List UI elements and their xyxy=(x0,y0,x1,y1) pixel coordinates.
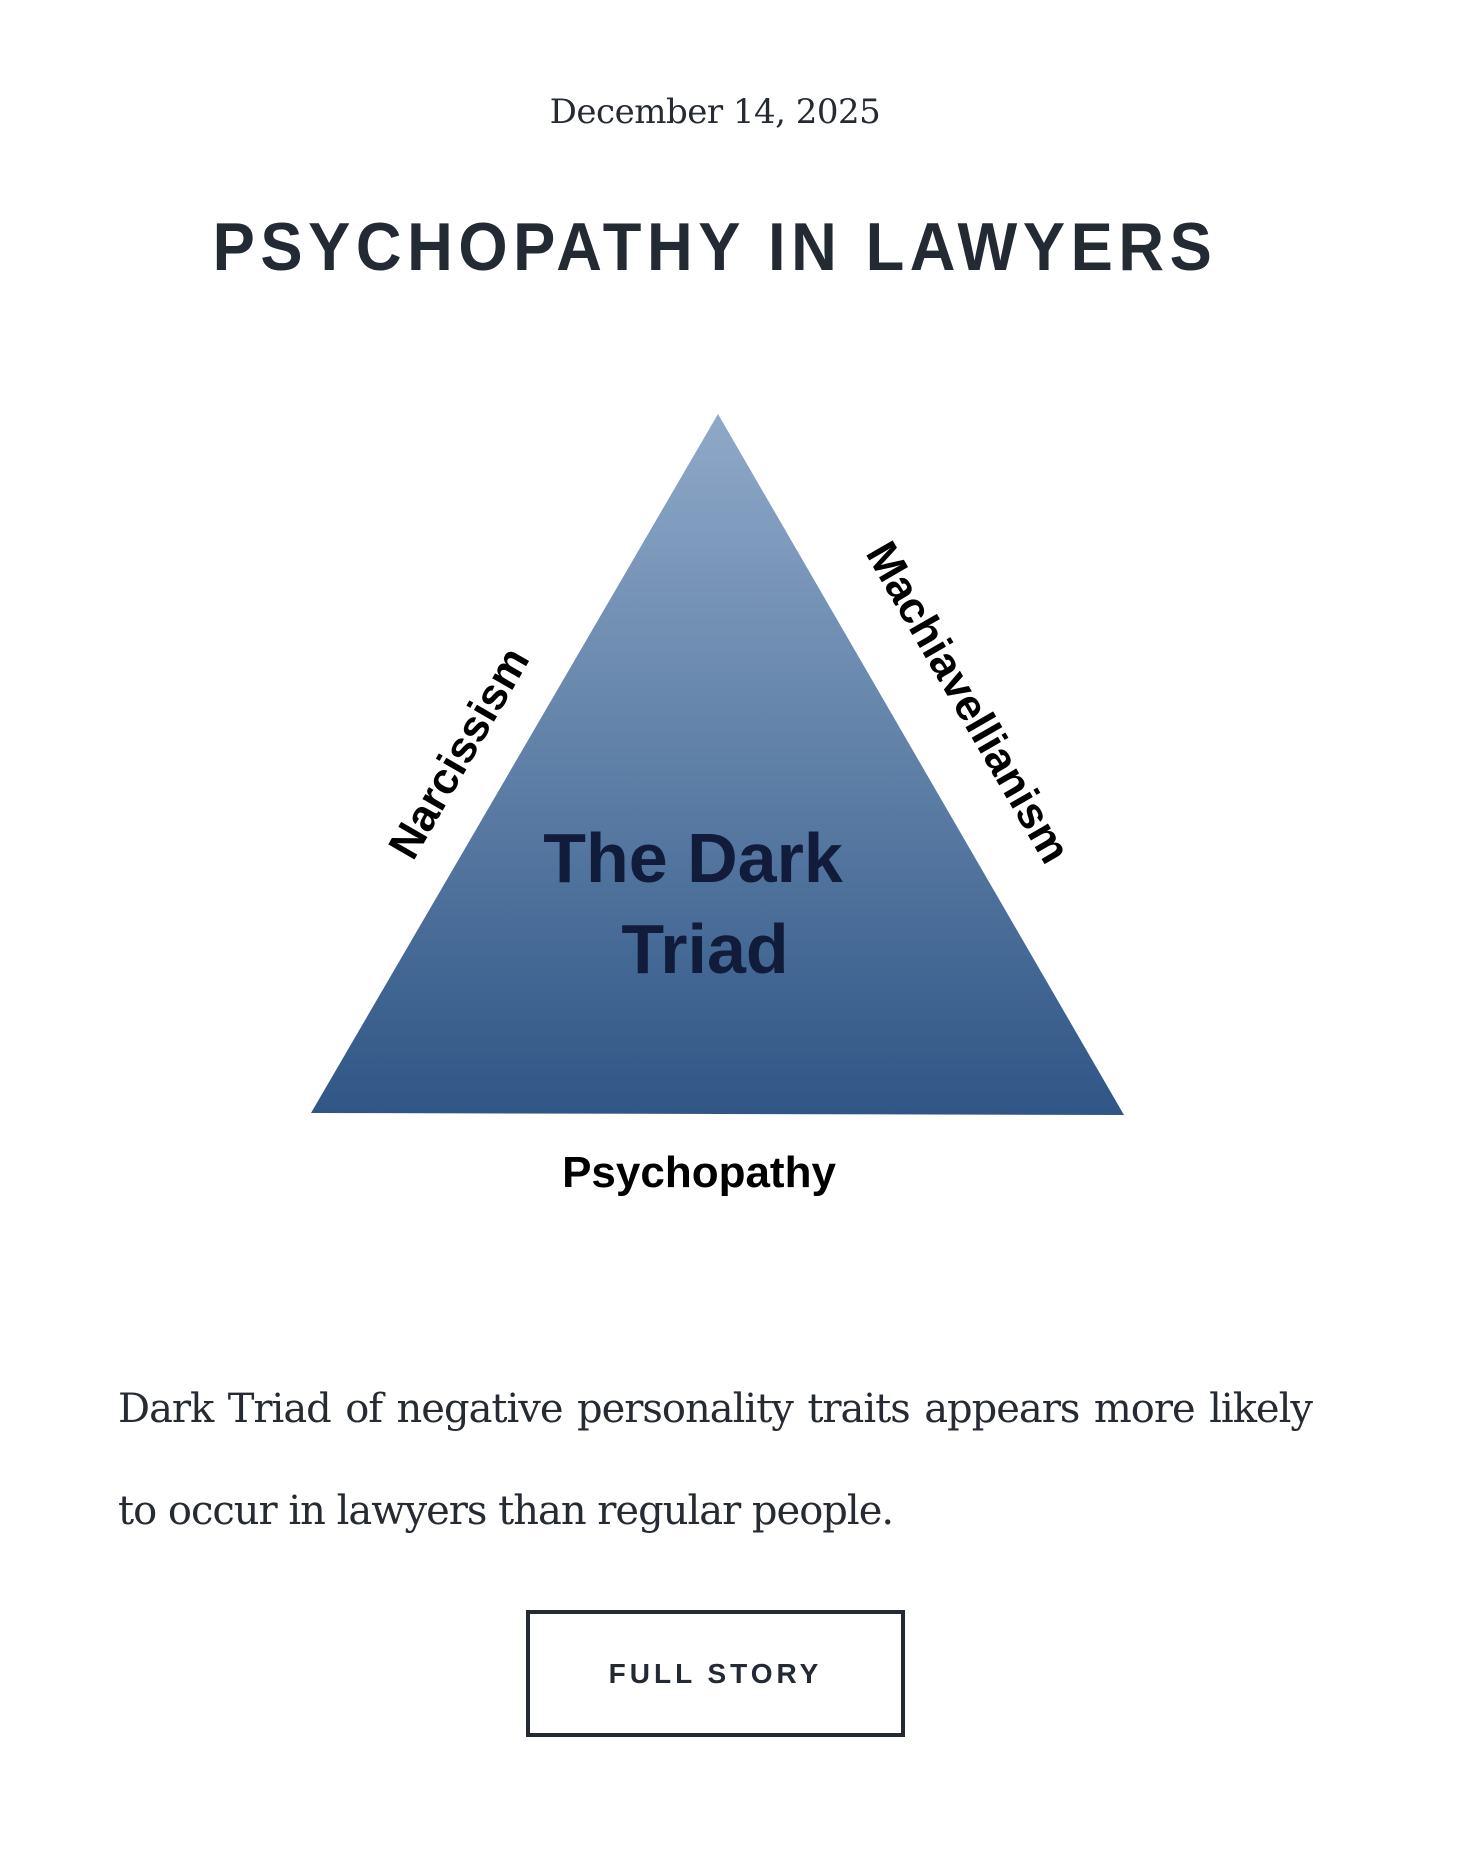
article-summary: Dark Triad of negative personality trait… xyxy=(118,1386,1313,1534)
triangle-shape xyxy=(311,414,1124,1115)
triangle-center-line-1: The Dark xyxy=(543,819,843,897)
article-date: December 14, 2025 xyxy=(549,92,881,132)
article-title: PSYCHOPATHY IN LAWYERS xyxy=(212,209,1218,285)
full-story-button-label: FULL STORY xyxy=(608,1657,823,1689)
triangle-center-line-2: Triad xyxy=(621,910,788,988)
full-story-button[interactable]: FULL STORY xyxy=(526,1610,905,1737)
label-psychopathy: Psychopathy xyxy=(562,1148,836,1197)
